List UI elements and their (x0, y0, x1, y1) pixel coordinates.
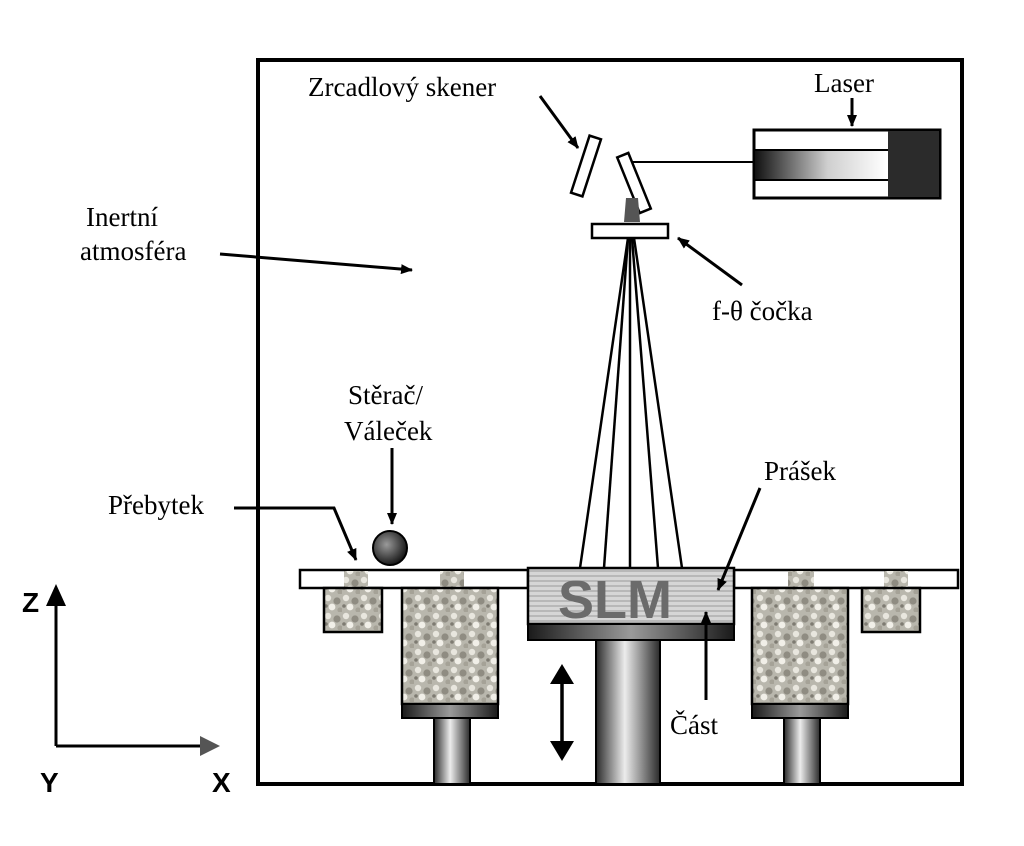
scanner-mirrors (569, 134, 653, 222)
excess-bin-right (860, 586, 922, 634)
platform-motion-arrow (550, 664, 574, 761)
atmosphere-arrow (219, 252, 413, 275)
recoater-label-line1: Stěrač/ (348, 380, 423, 410)
laser-unit (752, 128, 942, 200)
excess-bin-left (322, 586, 384, 634)
atmosphere-label-line1: Inertní (86, 202, 158, 232)
build-chamber (526, 566, 736, 785)
z-axis-label: Z (22, 587, 39, 618)
powder-arrow (716, 487, 762, 591)
powder-feed-right (750, 586, 850, 785)
coordinate-axes (46, 584, 220, 756)
f-theta-lens (590, 222, 670, 240)
laser-beams (578, 237, 684, 569)
y-axis-label: Y (40, 767, 59, 798)
recoater-label-line2: Váleček (344, 416, 433, 446)
excess-arrow (234, 506, 358, 561)
laser-label: Laser (814, 68, 874, 98)
powder-label: Prášek (764, 456, 836, 486)
powder-feed-left (400, 586, 500, 785)
lens-label: f-θ čočka (712, 296, 813, 326)
part-label: Část (670, 710, 719, 740)
x-axis-label: X (212, 767, 231, 798)
atmosphere-label-line2: atmosféra (80, 236, 186, 266)
lens-arrow (677, 236, 743, 287)
scanner-arrow (538, 95, 580, 149)
scanner-label: Zrcadlový skener (308, 72, 496, 102)
excess-label: Přebytek (108, 490, 204, 520)
slm-part-text: SLM (558, 570, 672, 630)
recoater-roller (372, 530, 408, 566)
